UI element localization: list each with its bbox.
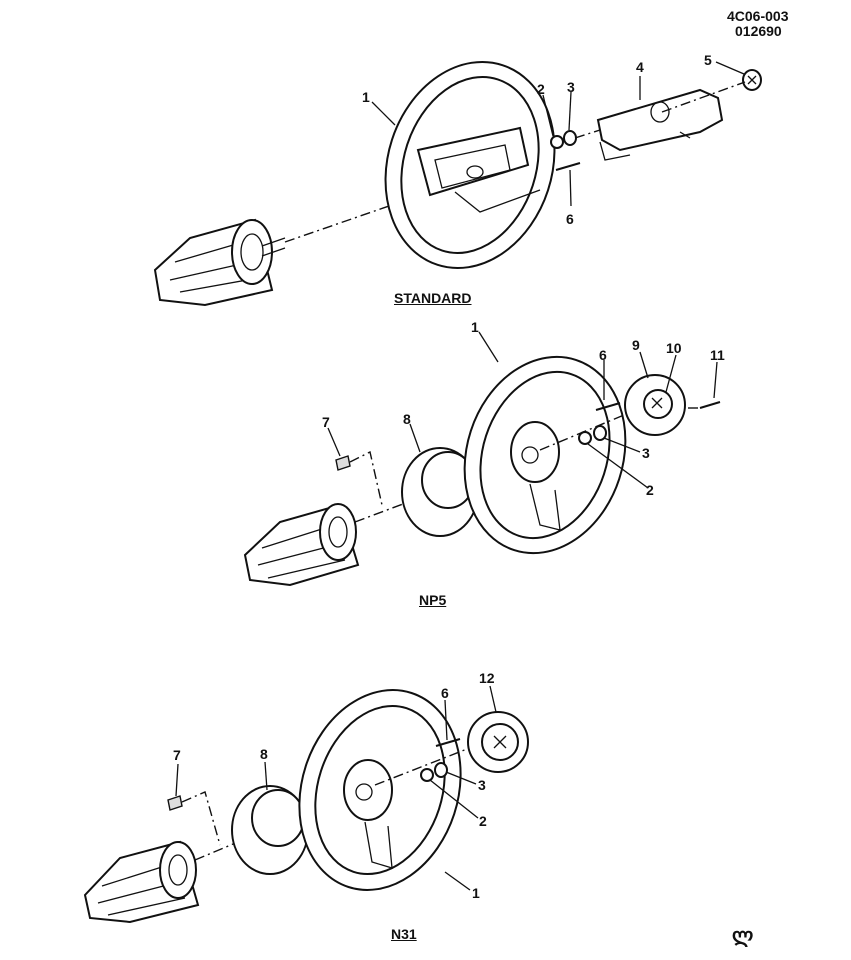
callout-label: 3 <box>642 445 650 461</box>
section-title-n31: N31 <box>391 926 417 942</box>
n31-assembly <box>83 685 529 924</box>
callout-label: 9 <box>632 337 640 353</box>
np5-assembly <box>243 331 721 587</box>
callout-label: 8 <box>403 411 411 427</box>
drawing-date-code: 012690 <box>735 23 782 39</box>
callout-label: 4 <box>636 59 644 75</box>
callout-label: 3 <box>478 777 486 793</box>
callout-label: 6 <box>599 347 607 363</box>
callout-label: 10 <box>666 340 682 356</box>
callout-label: 3 <box>567 79 575 95</box>
callout-label: 2 <box>479 813 487 829</box>
standard-assembly <box>153 60 762 307</box>
callout-label: 8 <box>260 746 268 762</box>
callout-label: 7 <box>322 414 330 430</box>
callout-label: 6 <box>441 685 449 701</box>
callout-label: 5 <box>704 52 712 68</box>
drawing-code: 4C06-003 <box>727 8 789 24</box>
callout-label: 11 <box>710 347 725 363</box>
callout-label: 2 <box>646 482 654 498</box>
section-title-np5: NP5 <box>419 592 447 608</box>
callout-label: 7 <box>173 747 181 763</box>
callout-label: 12 <box>479 670 495 686</box>
section-title-standard: STANDARD <box>394 290 472 306</box>
callout-label: 1 <box>362 89 370 105</box>
callout-label: 1 <box>472 885 480 901</box>
callout-label: 6 <box>566 211 574 227</box>
callout-label: 2 <box>537 81 545 97</box>
callout-label: 1 <box>471 319 479 335</box>
publisher-logo: ლ <box>732 925 754 947</box>
